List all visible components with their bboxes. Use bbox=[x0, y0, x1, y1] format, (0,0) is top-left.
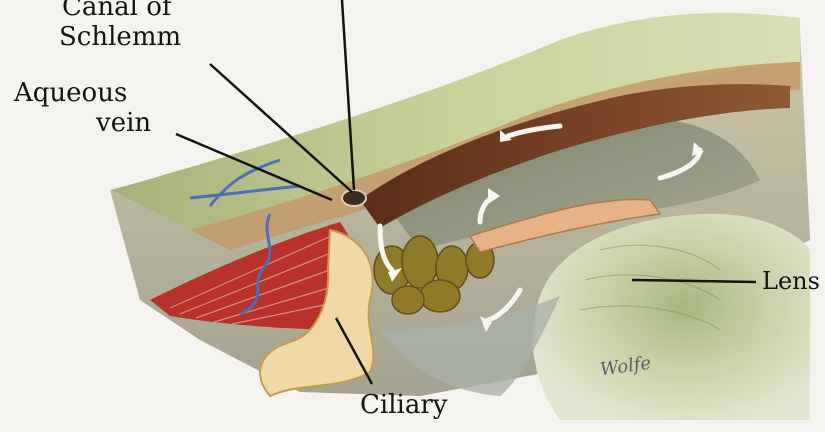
canal-of-schlemm bbox=[342, 190, 366, 206]
label-ciliary: Ciliary bbox=[360, 390, 447, 420]
label-aqueous-vein-line2: vein bbox=[96, 108, 151, 138]
label-lens: Lens bbox=[762, 266, 820, 296]
label-canal-of-schlemm-line1: Canal of bbox=[62, 0, 172, 22]
label-canal-of-schlemm-line2: Schlemm bbox=[59, 22, 181, 52]
label-aqueous-vein-line1: Aqueous bbox=[14, 78, 127, 108]
